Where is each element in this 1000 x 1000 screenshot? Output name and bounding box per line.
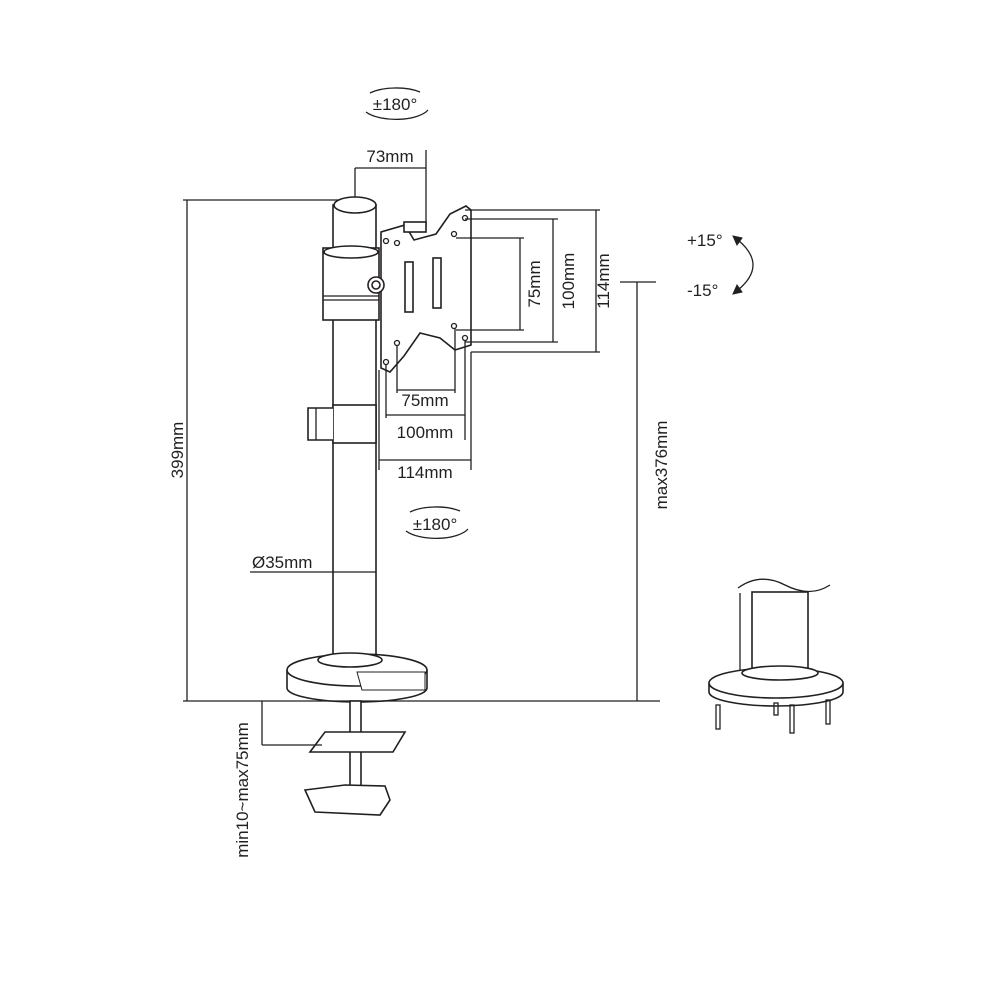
vesa-horizontal-114: 114mm [397, 463, 452, 482]
vesa-horizontal-100: 100mm [397, 423, 454, 442]
vesa-vertical-75: 75mm [525, 260, 544, 307]
offset-label: 73mm [366, 147, 413, 166]
clamp-range-label: min10~max75mm [233, 722, 252, 858]
tilt-down-label: -15° [687, 281, 718, 300]
diameter-label: Ø35mm [252, 553, 312, 572]
clamp-knob-icon [303, 784, 391, 816]
tilt-arrow-icon [737, 239, 754, 291]
base [286, 652, 428, 703]
max-height-dimension: max376mm [620, 281, 671, 701]
rotation-arrow-icon [409, 506, 461, 513]
pole [307, 196, 380, 666]
tilt-up-label: +15° [687, 231, 723, 250]
rotation-arrow-icon [369, 87, 421, 94]
max-height-label: max376mm [652, 421, 671, 510]
rotation-label-top: ±180° [373, 95, 418, 114]
grommet-base-inset [708, 578, 844, 734]
diameter-dimension: Ø35mm [250, 553, 376, 573]
vesa-horizontal-75: 75mm [401, 391, 448, 410]
rotation-indicator-plate: ±180° [405, 506, 469, 540]
total-height-label: 399mm [168, 422, 187, 479]
vesa-horizontal-dimensions: 75mm 100mm 114mm [378, 328, 472, 482]
vesa-vertical-114: 114mm [594, 253, 613, 308]
vesa-plate [367, 205, 472, 373]
tilt-indicator: +15° -15° [687, 231, 754, 300]
rotation-label-plate: ±180° [413, 515, 458, 534]
total-height-dimension: 399mm [168, 199, 355, 701]
vesa-vertical-dimensions: 75mm 100mm 114mm [456, 209, 613, 353]
tilt-knob-icon [403, 221, 427, 233]
vesa-vertical-100: 100mm [559, 253, 578, 310]
clamp: min10~max75mm [233, 700, 407, 858]
offset-dimension: 73mm [354, 147, 427, 226]
rotation-indicator-top: ±180° [365, 87, 429, 121]
